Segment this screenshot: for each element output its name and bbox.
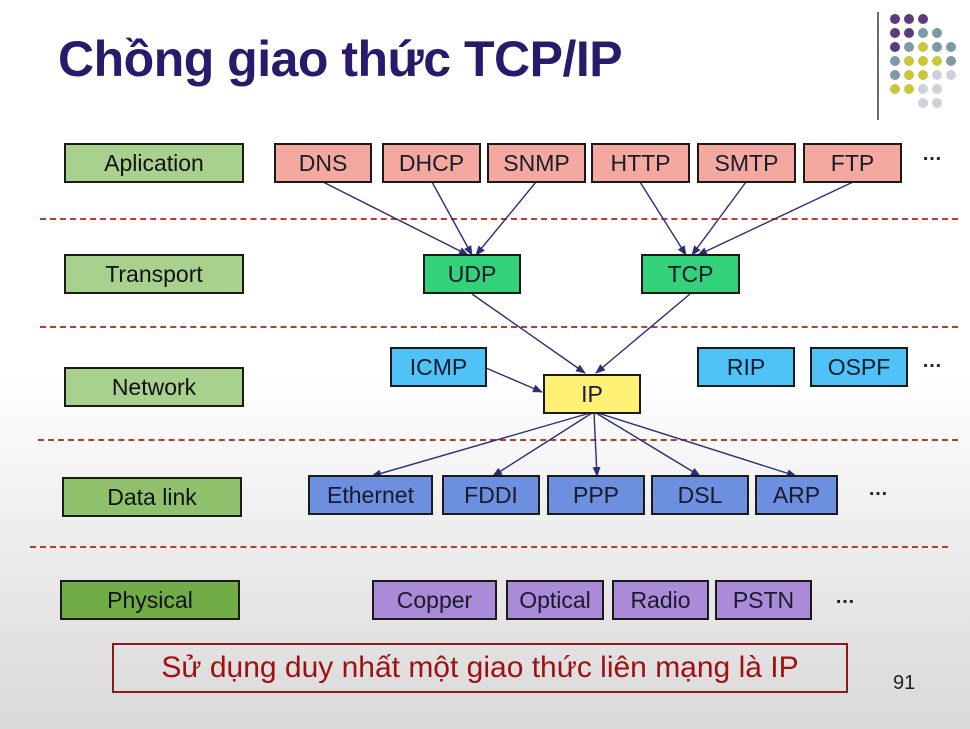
page-number: 91: [893, 672, 916, 694]
arrow-snmp-udp: [475, 181, 537, 256]
layer-application: Aplication: [64, 143, 244, 183]
arrow-dns-udp: [322, 181, 469, 256]
medium-copper: Copper: [372, 580, 497, 620]
arrow-udp-ip: [471, 293, 586, 374]
arrow-ip-ppp: [592, 412, 601, 477]
medium-pstn: PSTN: [715, 580, 812, 620]
arrow-smtp-tcp: [691, 181, 747, 256]
arrow-http-tcp: [639, 181, 687, 256]
layer-physical: Physical: [60, 580, 240, 620]
more-physical-ellipsis: …: [835, 586, 855, 608]
protocol-ospf: OSPF: [810, 347, 908, 387]
arrow-ip-arp: [597, 412, 797, 478]
arrow-ip-dsl: [595, 412, 701, 477]
protocol-ethernet: Ethernet: [308, 475, 433, 515]
arrow-ftp-tcp: [697, 181, 854, 256]
medium-radio: Radio: [612, 580, 709, 620]
layer-network: Network: [64, 367, 244, 407]
protocol-http: HTTP: [591, 143, 690, 183]
protocol-arp: ARP: [755, 475, 838, 515]
protocol-dsl: DSL: [651, 475, 749, 515]
slide-title: Chồng giao thức TCP/IP: [58, 31, 623, 87]
layer-separator: [40, 218, 958, 220]
arrow-tcp-ip: [595, 293, 691, 374]
arrow-icmp-ip: [485, 367, 543, 393]
medium-optical: Optical: [506, 580, 604, 620]
decorative-divider: [877, 12, 879, 120]
more-datalink-ellipsis: …: [868, 478, 888, 500]
layer-transport: Transport: [64, 254, 244, 294]
protocol-snmp: SNMP: [487, 143, 586, 183]
protocol-udp: UDP: [423, 254, 521, 294]
layer-datalink: Data link: [62, 477, 242, 517]
protocol-smtp: SMTP: [697, 143, 796, 183]
protocol-dns: DNS: [274, 143, 372, 183]
protocol-ppp: PPP: [547, 475, 645, 515]
layer-separator: [30, 546, 948, 548]
arrow-dhcp-udp: [431, 181, 473, 256]
protocol-tcp: TCP: [641, 254, 740, 294]
protocol-ftp: FTP: [803, 143, 902, 183]
layer-separator: [40, 326, 958, 328]
arrow-ip-ethernet: [371, 412, 591, 478]
more-network-ellipsis: …: [922, 350, 942, 372]
protocol-rip: RIP: [697, 347, 795, 387]
protocol-icmp: ICMP: [390, 347, 487, 387]
more-application-ellipsis: …: [922, 143, 942, 165]
protocol-fddi: FDDI: [442, 475, 540, 515]
arrow-ip-fddi: [492, 412, 593, 477]
protocol-ip: IP: [543, 374, 641, 414]
summary-note: Sử dụng duy nhất một giao thức liên mạng…: [112, 643, 848, 693]
protocol-dhcp: DHCP: [382, 143, 481, 183]
